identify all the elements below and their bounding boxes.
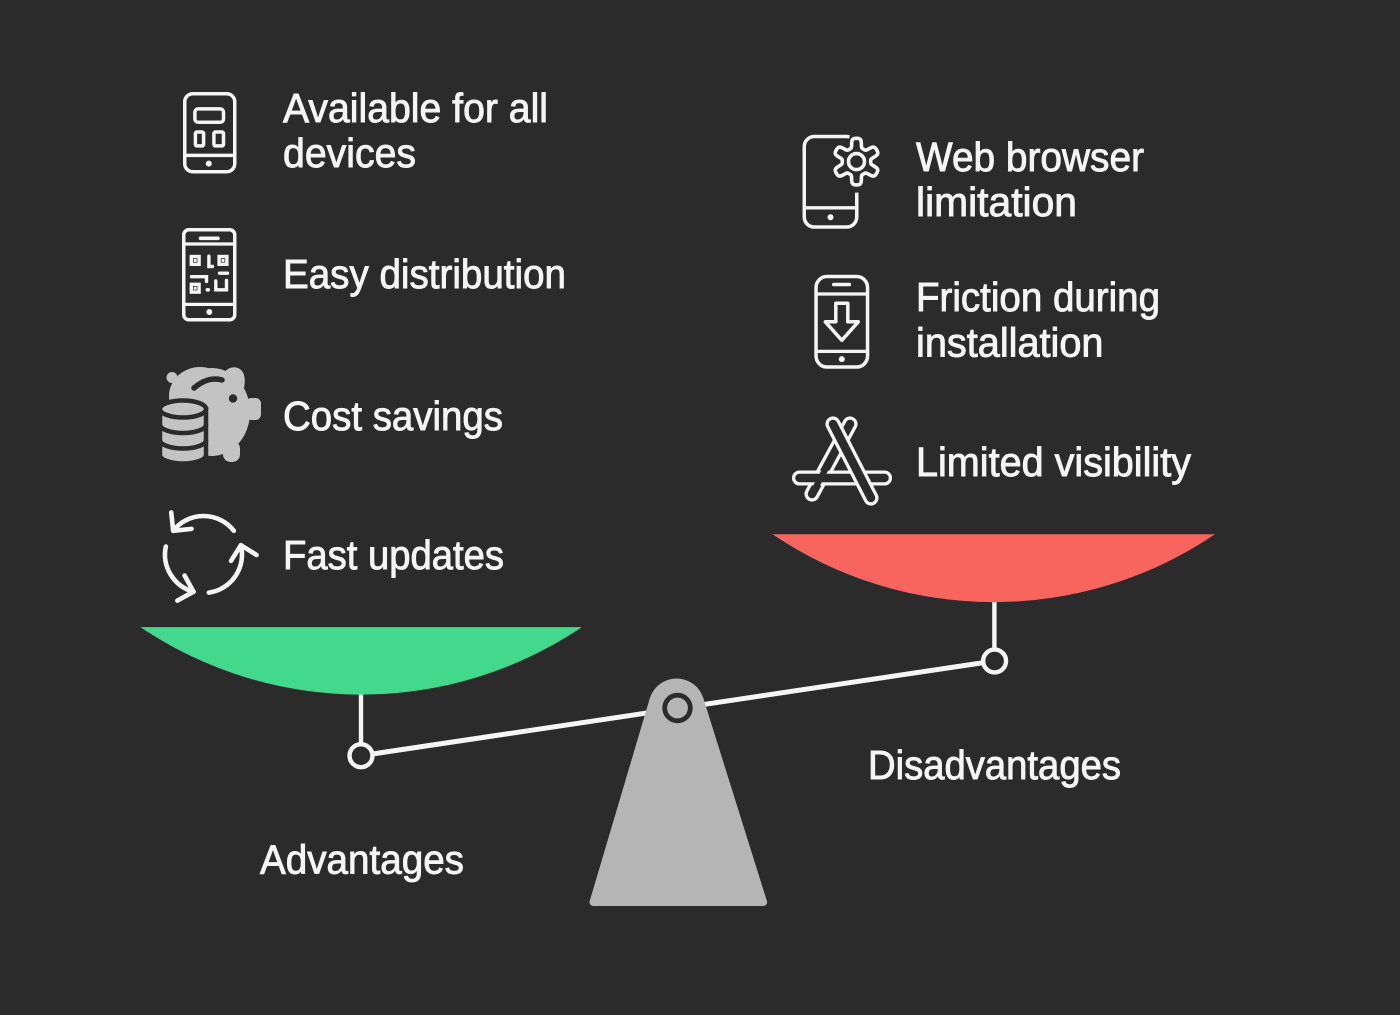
svg-text:Cost savings: Cost savings (283, 393, 503, 439)
svg-text:Web browser: Web browser (916, 134, 1144, 180)
svg-text:Friction during: Friction during (916, 274, 1160, 320)
svg-text:Fast updates: Fast updates (283, 532, 504, 578)
svg-text:Easy distribution: Easy distribution (283, 251, 566, 297)
svg-text:devices: devices (283, 130, 416, 176)
svg-text:Available for all: Available for all (283, 85, 548, 131)
svg-text:Advantages: Advantages (260, 837, 464, 883)
svg-text:limitation: limitation (916, 179, 1077, 225)
svg-text:Disadvantages: Disadvantages (868, 742, 1121, 788)
svg-text:installation: installation (916, 320, 1104, 366)
svg-text:Limited visibility: Limited visibility (916, 439, 1191, 485)
